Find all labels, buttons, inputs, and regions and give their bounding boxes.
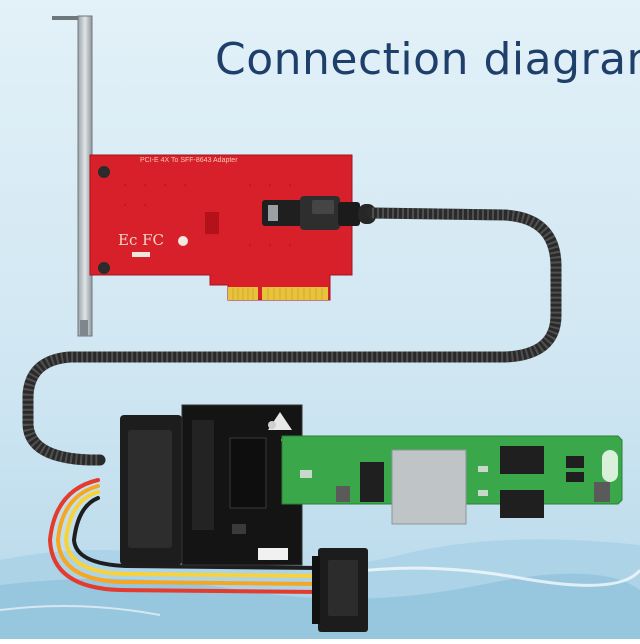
sff-8643-connector <box>262 196 376 230</box>
adapter-silkscreen-label: PCI-E 4X To SFF-8643 Adapter <box>140 157 238 164</box>
page-title: Connection diagram <box>215 34 640 85</box>
brand-mark: Ec FC <box>118 231 165 249</box>
u2-adapter-board <box>120 404 303 566</box>
braided-cable <box>22 207 562 466</box>
nvme-ssd <box>281 435 623 525</box>
power-wires <box>47 478 322 594</box>
pcie-bracket <box>52 15 93 337</box>
sata-power-connector <box>312 548 368 632</box>
pcie-adapter-card <box>89 154 353 301</box>
